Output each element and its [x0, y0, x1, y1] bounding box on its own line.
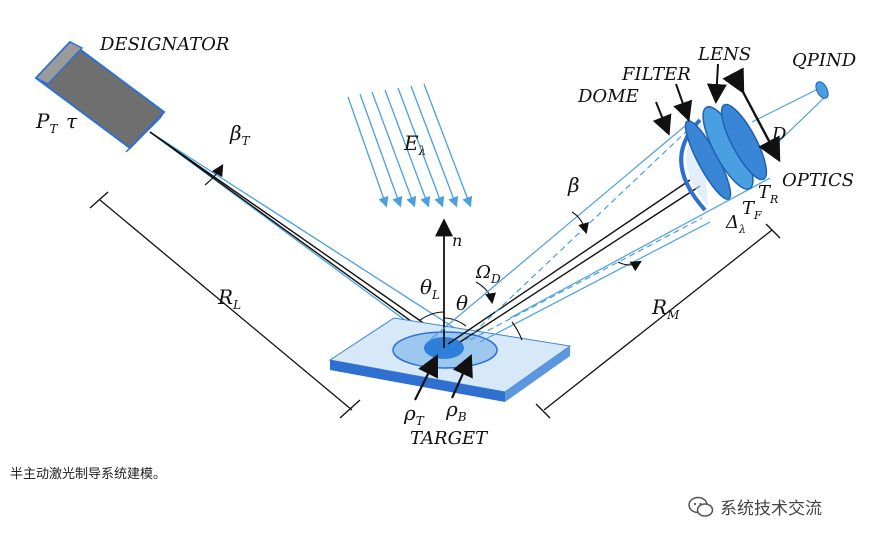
tf-label: TF: [742, 198, 762, 222]
filter-arrow: [673, 83, 693, 122]
e-lambda-label: Eλ: [403, 131, 426, 158]
reflection-arc: [617, 260, 642, 272]
figure-caption: 半主动激光制导系统建模。: [10, 467, 167, 482]
rho-b-label: ρB: [445, 397, 467, 424]
omega-d-arrow: [475, 281, 496, 305]
watermark: 系统技术交流: [688, 494, 822, 519]
rho-t-arrow: [414, 354, 438, 401]
rm-label: RM: [651, 295, 680, 322]
lens-label: LENS: [697, 44, 751, 65]
filter-label: FILTER: [621, 64, 691, 85]
lens-arrow: [706, 63, 727, 104]
theta-arc: [443, 317, 467, 327]
laser-beam: [149, 131, 471, 346]
rl-label: RL: [217, 285, 241, 312]
d-label: D: [771, 124, 787, 145]
reflected-rays: [429, 125, 771, 345]
beta-t-arc: [204, 163, 224, 186]
optics-label: OPTICS: [782, 170, 854, 191]
n-label: n: [452, 231, 462, 250]
ambient-energy-rays: [347, 83, 473, 208]
beta-label: β: [567, 173, 580, 197]
wechat-icon: [688, 496, 714, 517]
target-arc: [511, 321, 523, 341]
laser-guidance-diagram: DESIGNATOR PT τ βT Eλ n ΩD θL θ RL RM ρT…: [34, 34, 857, 449]
target-plate: [328, 317, 572, 402]
diagram-labels: DESIGNATOR PT τ βT Eλ n ΩD θL θ RL RM ρT…: [35, 34, 857, 449]
dome-label: DOME: [577, 86, 639, 107]
theta-label: θ: [456, 291, 468, 315]
theta-l-arc: [419, 311, 445, 321]
watermark-text: 系统技术交流: [720, 499, 822, 519]
rho-t-label: ρT: [403, 401, 425, 428]
qpind-label: QPIND: [792, 50, 857, 71]
theta-l-label: θL: [420, 275, 440, 302]
rm-dimension: [535, 223, 781, 419]
pt-label: PT: [35, 109, 58, 136]
rl-dimension: [89, 191, 361, 419]
omega-d-label: ΩD: [475, 262, 501, 286]
tau-label: τ: [66, 109, 78, 133]
dome-arrow: [652, 101, 672, 136]
rho-b-arrow: [450, 353, 473, 399]
beta-arc: [571, 211, 589, 235]
designator-box: [34, 40, 166, 153]
beta-t-label: βT: [229, 121, 251, 148]
tr-label: TR: [758, 182, 778, 206]
delta-lambda-label: Δλ: [725, 212, 746, 236]
target-label: TARGET: [410, 428, 489, 449]
d-dimension: [722, 67, 781, 163]
designator-label: DESIGNATOR: [99, 34, 229, 55]
